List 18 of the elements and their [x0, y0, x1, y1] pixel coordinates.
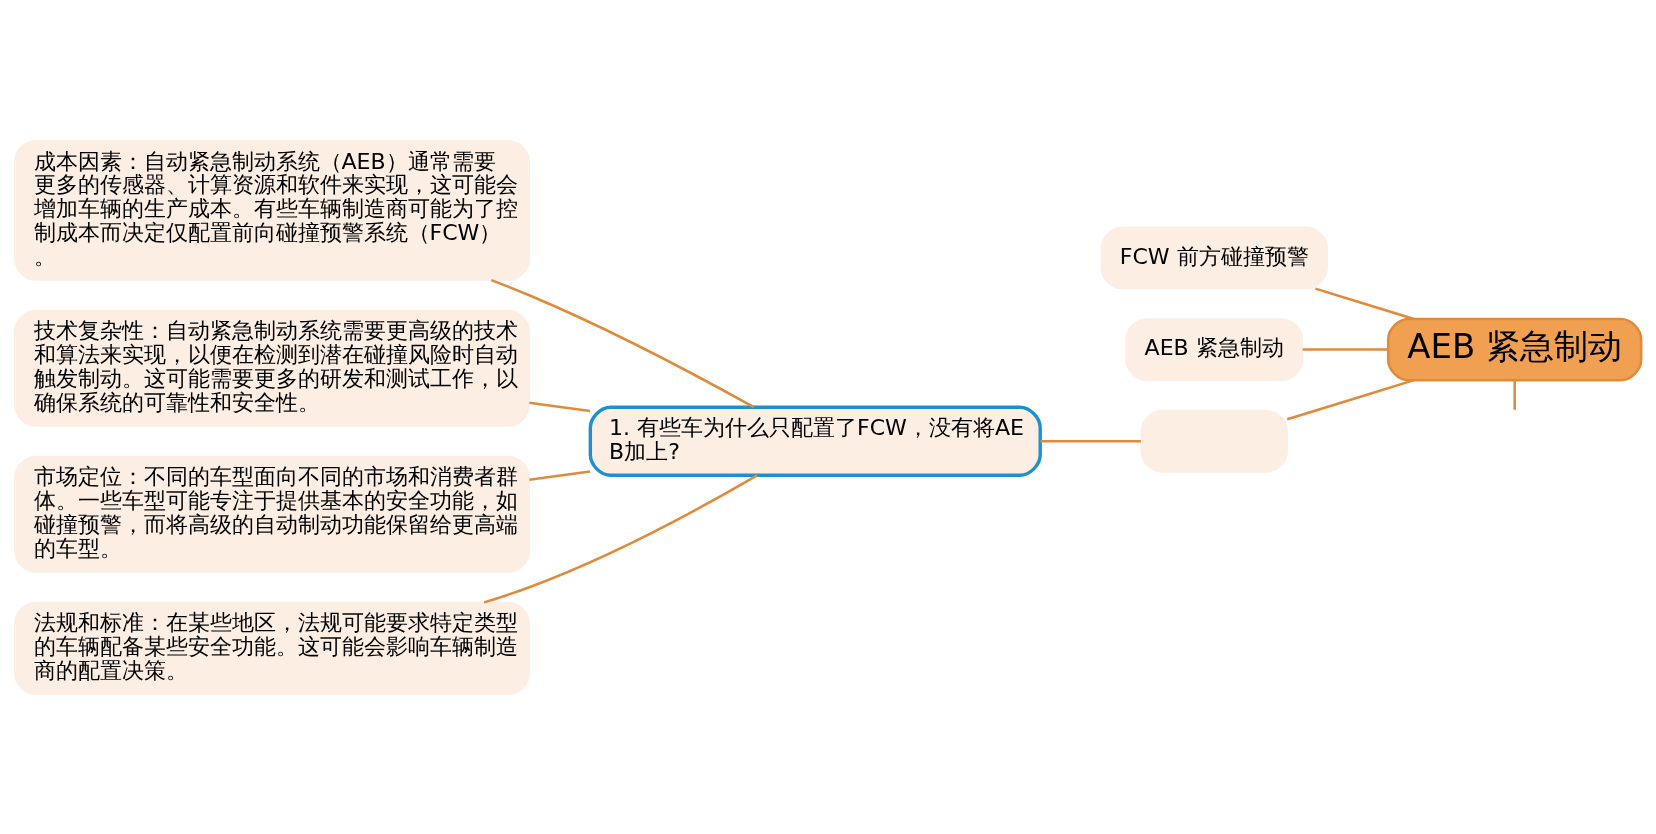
- connector: [1513, 380, 1516, 410]
- connector: [529, 469, 591, 481]
- connector: [529, 401, 591, 412]
- node-box: 1. 有些车为什么只配置了FCW，没有将AEB加上?: [588, 405, 1042, 477]
- node-box: 法规和标准：在某些地区，法规可能要求特定类型的车辆配备某些安全功能。这可能会影响车辆制造商的配置决策。: [14, 601, 531, 695]
- node-box: FCW 前方碰撞预警: [1100, 226, 1328, 289]
- node-box: AEB 紧急制动: [1125, 317, 1304, 381]
- connector: [490, 278, 755, 408]
- connector: [1302, 347, 1388, 351]
- connector: [483, 473, 758, 604]
- node-box: 技术复杂性：自动紧急制动系统需要更高级的技术和算法来实现，以便在检测到潜在碰撞风险时自动触发制动。这可能需要更多的研发和测试工作，以确保系统的可靠性和安全性。: [14, 309, 531, 427]
- connector: [1315, 286, 1414, 320]
- node-box: AEB 紧急制动: [1386, 317, 1643, 381]
- node-box: [1140, 409, 1289, 473]
- connector: [1040, 439, 1141, 443]
- node-box: 成本因素：自动紧急制动系统（AEB）通常需要更多的传感器、计算资源和软件来实现，这可能会增加车辆的生产成本。有些车辆制造商可能为了控制成本而决定仅配置前向碰撞预警系统（FCW）。: [14, 139, 531, 281]
- node-box: 市场定位：不同的车型面向不同的市场和消费者群体。一些车型可能专注于提供基本的安全功能，如碰撞预警，而将高级的自动制动功能保留给更高端的车型。: [14, 455, 531, 573]
- connector: [1286, 378, 1414, 420]
